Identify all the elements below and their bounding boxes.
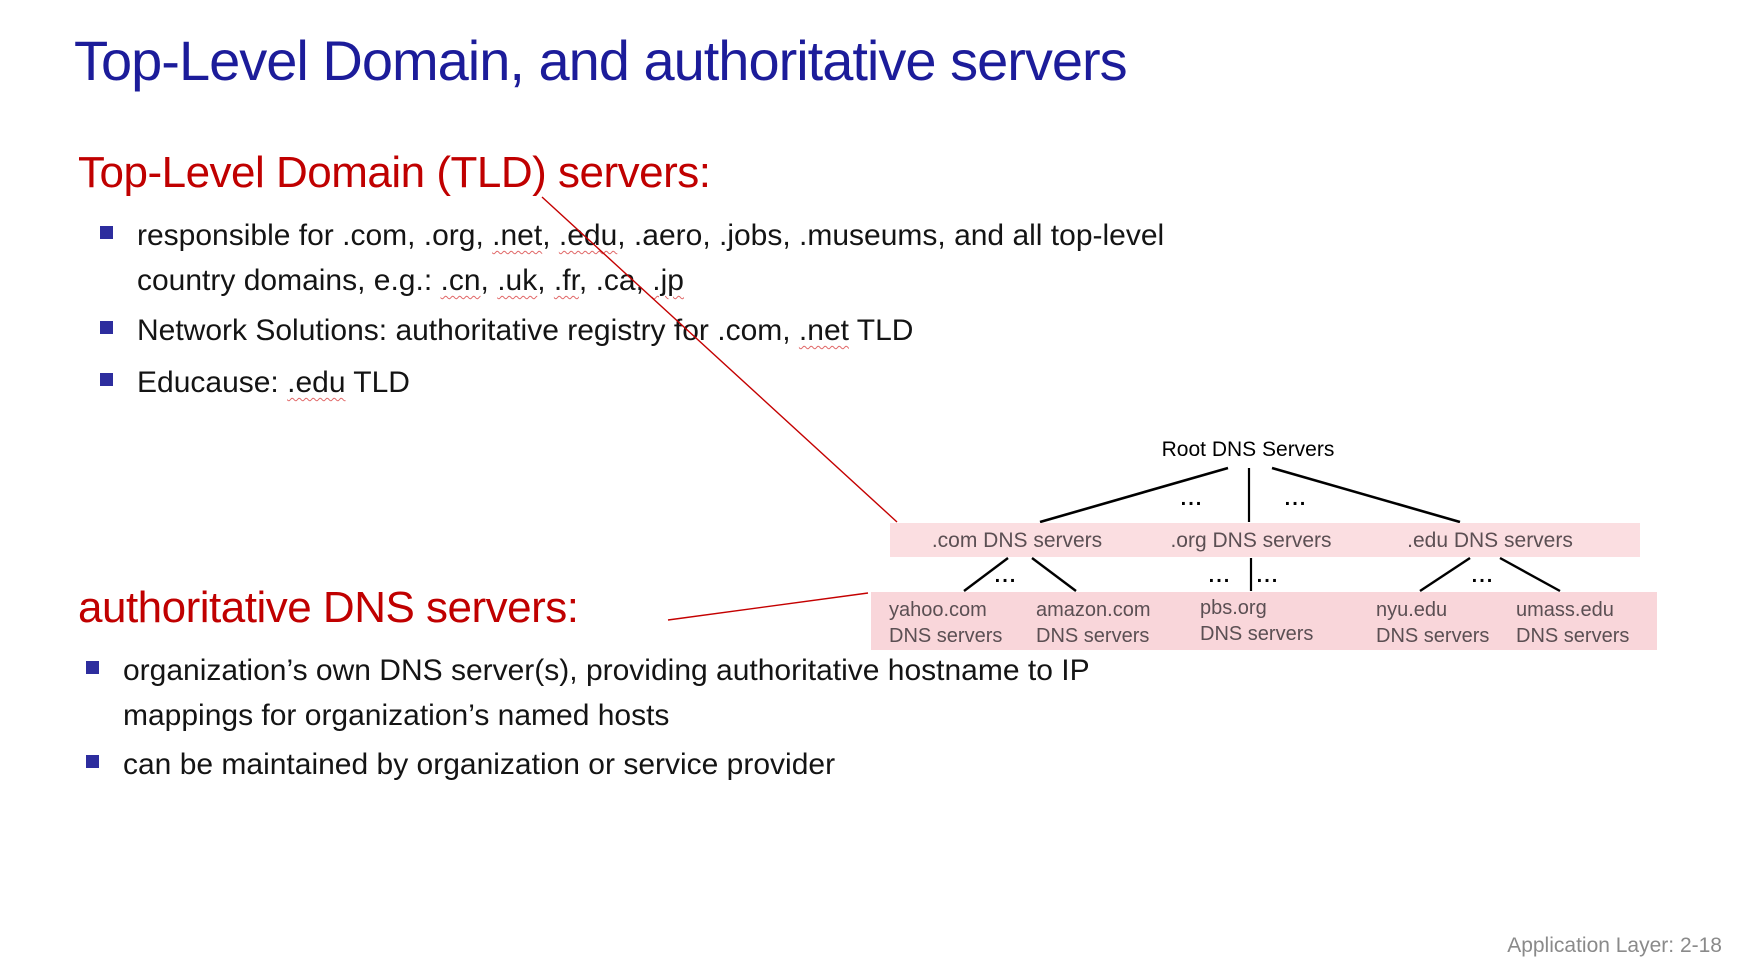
ellipsis: ... — [1208, 565, 1232, 587]
pbs-dns-servers-label: pbs.org DNS servers — [1200, 597, 1314, 645]
yahoo-dns-servers-label: yahoo.com DNS servers — [889, 599, 1003, 647]
slide-number: Application Layer: 2-18 — [1507, 934, 1722, 957]
ellipsis: ... — [1471, 565, 1495, 587]
tld-section-heading: Top-Level Domain (TLD) servers: — [78, 148, 711, 197]
page-title: Top-Level Domain, and authoritative serv… — [74, 29, 1128, 92]
tld-bullet-3: Educause: .edu TLD — [100, 360, 1500, 405]
authoritative-servers-band — [871, 592, 1657, 650]
edu-dns-servers-label: .edu DNS servers — [1407, 529, 1573, 552]
bullet-text: Network Solutions: authoritative registr… — [137, 314, 914, 347]
amazon-dns-servers-label: amazon.com DNS servers — [1036, 599, 1151, 647]
nyu-dns-servers-label: nyu.edu DNS servers — [1376, 599, 1490, 647]
ellipsis: ... — [1256, 565, 1280, 587]
bullet-text: Educause: .edu TLD — [137, 366, 410, 399]
tld-bullet-2: Network Solutions: authoritative registr… — [100, 308, 1500, 353]
com-dns-servers-label: .com DNS servers — [931, 529, 1103, 552]
tld-bullet-1: responsible for .com, .org, .net, .edu, … — [100, 213, 1500, 303]
bullet-icon — [100, 373, 113, 386]
authoritative-bullet-1: organization’s own DNS server(s), provid… — [86, 648, 1486, 738]
authoritative-bullet-2: can be maintained by organization or ser… — [86, 742, 1486, 787]
org-dns-servers-label: .org DNS servers — [1170, 529, 1332, 552]
com-to-amazon-line — [1031, 557, 1077, 592]
ellipsis: ... — [1180, 488, 1204, 510]
root-dns-servers-label: Root DNS Servers — [1161, 438, 1335, 461]
bullet-text: responsible for .com, .org, .net, .edu, … — [137, 219, 1165, 297]
bullet-icon — [86, 755, 99, 768]
bullet-icon — [100, 321, 113, 334]
authoritative-annotation-line — [667, 592, 869, 621]
ellipsis: ... — [1284, 488, 1308, 510]
ellipsis: ... — [994, 565, 1018, 587]
edu-to-nyu-line — [1419, 556, 1471, 593]
tld-servers-band — [890, 523, 1640, 557]
edu-to-umass-line — [1499, 556, 1561, 593]
umass-dns-servers-label: umass.edu DNS servers — [1516, 599, 1630, 647]
bullet-icon — [100, 226, 113, 239]
authoritative-section-heading: authoritative DNS servers: — [78, 583, 579, 632]
bullet-icon — [86, 661, 99, 674]
bullet-text: organization’s own DNS server(s), provid… — [123, 654, 1090, 732]
bullet-text: can be maintained by organization or ser… — [123, 748, 836, 781]
